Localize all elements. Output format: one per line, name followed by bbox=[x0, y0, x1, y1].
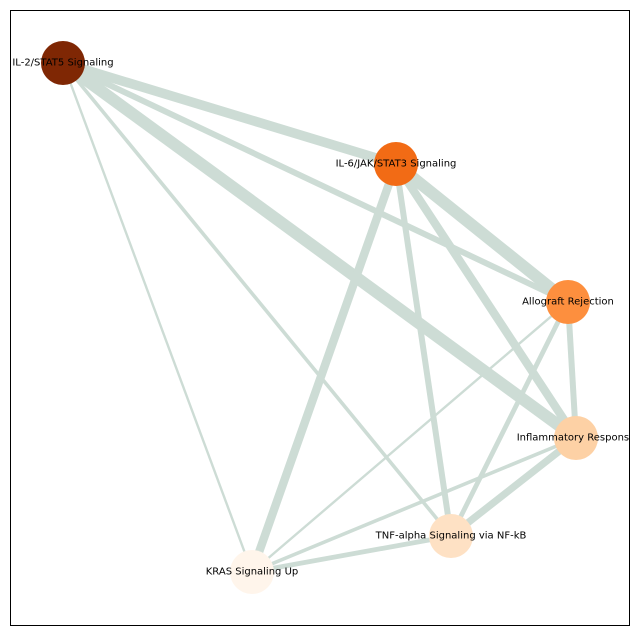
node-kras bbox=[230, 550, 274, 594]
edge-il2-kras bbox=[61, 62, 254, 573]
node-il2 bbox=[41, 41, 85, 85]
node-label-il6: IL-6/JAK/STAT3 Signaling bbox=[336, 159, 457, 170]
edge-allo-kras bbox=[251, 301, 569, 573]
edge-il2-il6 bbox=[61, 58, 398, 169]
edge-il2-infl bbox=[59, 58, 580, 443]
edge-il6-kras bbox=[248, 162, 400, 574]
node-label-tnf: TNF-alpha Signaling via NF-kB bbox=[375, 531, 527, 542]
node-label-allo: Allograft Rejection bbox=[522, 297, 614, 308]
edge-infl-kras bbox=[251, 436, 577, 574]
node-label-infl: Inflammatory Response bbox=[517, 433, 636, 444]
node-label-kras: KRAS Signaling Up bbox=[206, 567, 299, 578]
edge-il6-infl bbox=[392, 161, 580, 441]
edge-tnf-kras bbox=[251, 533, 452, 575]
node-tnf bbox=[429, 514, 473, 558]
edge-allo-infl bbox=[565, 301, 579, 439]
node-allo bbox=[546, 280, 590, 324]
node-layer bbox=[41, 41, 598, 594]
edge-il6-tnf bbox=[393, 163, 454, 537]
plot-frame bbox=[10, 10, 630, 626]
edge-infl-tnf bbox=[448, 435, 579, 539]
edge-il6-allo bbox=[392, 159, 572, 307]
edge-layer bbox=[59, 58, 580, 575]
edge-il2-allo bbox=[61, 60, 570, 305]
node-infl bbox=[554, 416, 598, 460]
node-label-il2: IL-2/STAT5 Signaling bbox=[12, 58, 113, 69]
node-il6 bbox=[374, 142, 418, 186]
edge-allo-tnf bbox=[448, 300, 571, 538]
